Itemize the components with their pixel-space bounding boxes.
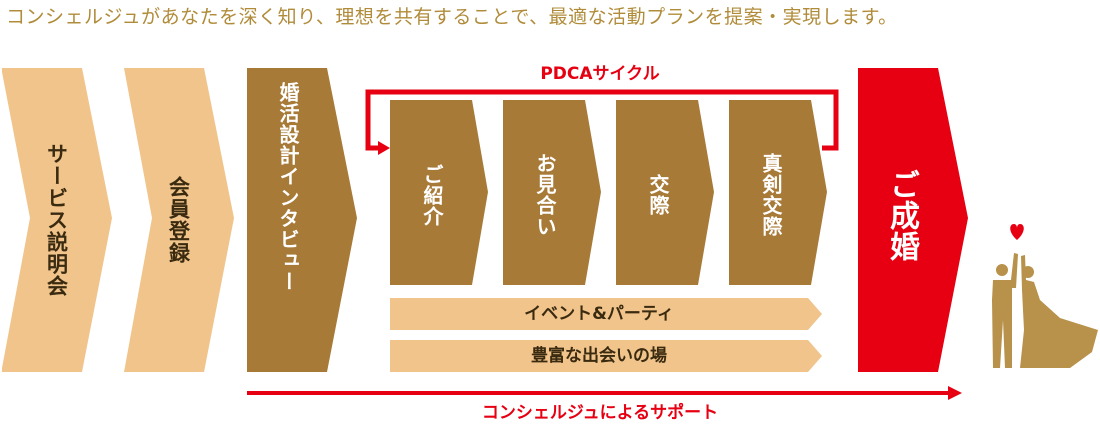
step-label-2: 会員登録 bbox=[166, 176, 191, 264]
pdca-chevron-3 bbox=[616, 100, 714, 285]
pdca-title: PDCAサイクル bbox=[540, 63, 660, 84]
pdca-chevron-1 bbox=[390, 100, 488, 285]
support-bar-label-2: 豊富な出会いの場 bbox=[531, 345, 667, 366]
step-label-3: 婚活設計インタビュー bbox=[276, 82, 300, 292]
support-line-label: コンシェルジュによるサポート bbox=[481, 402, 719, 423]
pdca-stage-label-4: 真剣交際 bbox=[759, 153, 783, 237]
goal-label: ご成婚 bbox=[884, 168, 919, 262]
pdca-loop-line bbox=[365, 89, 839, 151]
step-chevron-3 bbox=[247, 68, 357, 372]
headline: コンシェルジュがあなたを深く知り、理想を共有することで、最適な活動プランを提案・… bbox=[6, 6, 898, 28]
pdca-chevron-2 bbox=[503, 100, 601, 285]
heart-couple-icon bbox=[992, 224, 1098, 368]
support-bar-2 bbox=[390, 340, 822, 372]
support-arrow-head bbox=[948, 386, 962, 400]
step-chevron-2 bbox=[124, 68, 234, 372]
pdca-stage-label-2: お見合い bbox=[533, 153, 557, 237]
goal-chevron bbox=[858, 68, 968, 372]
step-label-1: サービス説明会 bbox=[44, 143, 69, 297]
step-chevron-1 bbox=[2, 68, 112, 372]
support-bar-1 bbox=[390, 298, 822, 330]
pdca-stage-label-3: 交際 bbox=[646, 174, 670, 216]
pdca-loop-arrowhead bbox=[378, 141, 390, 155]
support-bar-label-1: イベント&パーティ bbox=[524, 303, 674, 324]
pdca-chevron-4 bbox=[729, 100, 827, 285]
pdca-stage-label-1: ご紹介 bbox=[420, 163, 444, 227]
